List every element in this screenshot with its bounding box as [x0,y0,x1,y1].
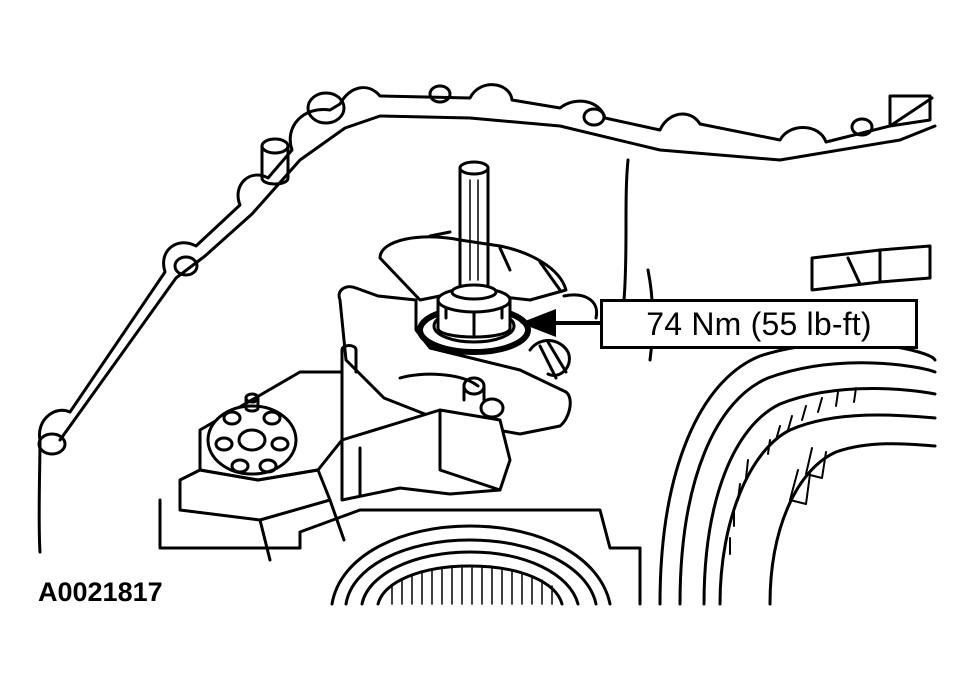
case-flange-inner [58,114,937,442]
manual-lever-plate [378,235,568,302]
center-gear [330,524,612,606]
flange-bolt-holes [37,84,874,456]
torque-callout-label: 74 Nm (55 lb-ft) [646,305,872,342]
callout-arrow [520,309,602,337]
cable-end [562,293,599,320]
dowel-pin-left [260,137,290,186]
manual-shaft [458,160,490,288]
case-lower-edge [37,438,42,554]
figure-id-label: A0021817 [38,577,163,607]
detent-lever-hole [479,397,505,419]
detent-lever-slot [398,372,480,388]
clutch-drum [638,341,937,606]
manual-valve-link [340,376,512,502]
case-interior-wall [620,158,630,332]
detent-spring [528,339,571,380]
manual-lever-plate-detail [428,230,562,292]
case-flange-outline [38,83,934,442]
lower-case-frame [158,498,642,550]
small-stud [340,344,358,374]
bolt-rosette [206,392,298,476]
manual-shaft-nut [417,283,531,355]
detent-lever [337,285,572,436]
torque-callout-box: 74 Nm (55 lb-ft) [600,299,918,349]
right-bracket [810,94,932,292]
